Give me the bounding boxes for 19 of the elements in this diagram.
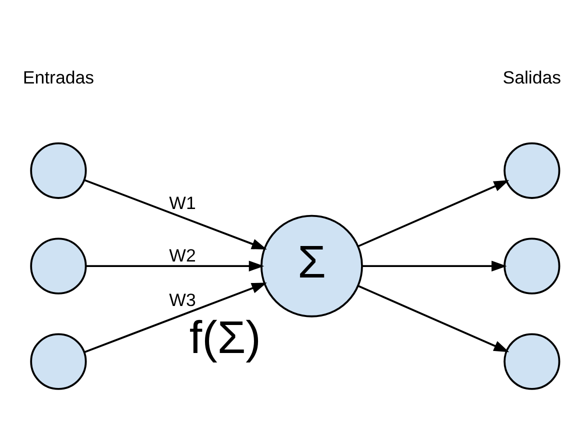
arrow	[84, 282, 267, 354]
edge-label: W3	[169, 290, 196, 310]
label: Salidas	[502, 68, 562, 88]
node-circle	[504, 333, 560, 390]
node-circle	[30, 238, 87, 294]
arrow	[358, 180, 510, 248]
arrow	[86, 260, 264, 272]
label: Entradas	[22, 68, 94, 88]
edge-label: W1	[169, 193, 196, 214]
node-label: f(Σ)	[189, 312, 261, 364]
edge-label: W2	[169, 245, 196, 266]
node-circle: Σ	[260, 214, 363, 318]
node-circle	[504, 142, 560, 199]
node-circle	[504, 238, 560, 294]
arrow	[358, 285, 510, 352]
arrow	[362, 260, 507, 272]
arrow	[84, 179, 267, 250]
node-circle	[30, 333, 87, 390]
node-circle	[30, 142, 87, 199]
